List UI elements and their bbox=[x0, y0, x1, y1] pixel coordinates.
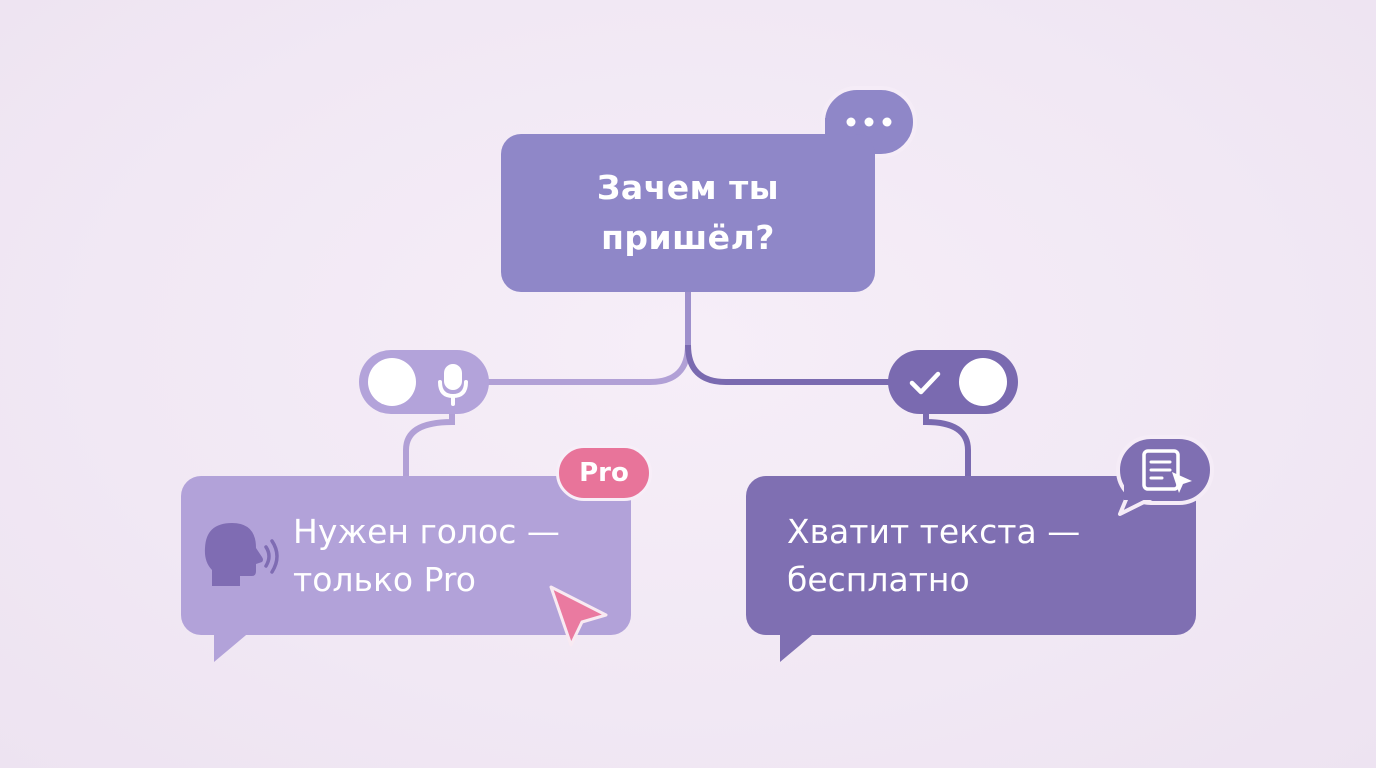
pro-badge: Pro bbox=[556, 445, 652, 501]
microphone-icon bbox=[438, 364, 468, 406]
checkmark-icon bbox=[909, 371, 941, 395]
voice-option-text: Нужен голос — только Pro bbox=[293, 511, 560, 599]
text-option-box[interactable]: Хватит текста — бесплатно bbox=[746, 476, 1196, 635]
text-option-text: Хватит текста — бесплатно bbox=[787, 511, 1081, 599]
question-text: Зачем ты пришёл? bbox=[596, 168, 780, 257]
question-box: Зачем ты пришёл? bbox=[501, 134, 875, 292]
